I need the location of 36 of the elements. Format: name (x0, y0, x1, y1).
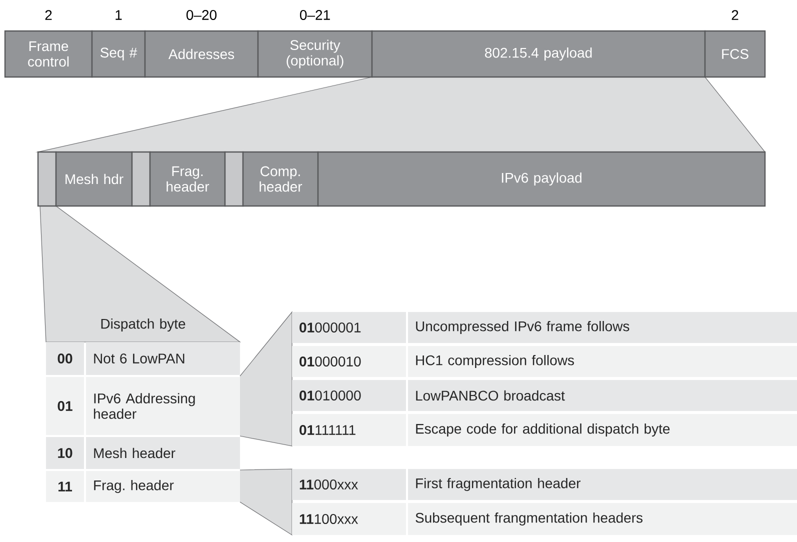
table-cell: Mesh header (86, 437, 240, 469)
table-cell: 00 (46, 342, 84, 375)
table-cell: 10 (46, 437, 84, 469)
table-cell: IPv6 Addressing header (86, 377, 240, 435)
byte-count: 0–20 (186, 10, 217, 20)
field-box: Frame control (4, 30, 93, 78)
table-cell: HC1 compression follows (408, 346, 797, 377)
field-box: Security (optional) (257, 30, 373, 78)
table-cell: 01 (46, 377, 84, 435)
table-cell: First fragmentation header (408, 469, 797, 500)
field-box: Frag. header (149, 151, 226, 207)
table-cell: 11 (46, 471, 84, 502)
empty-field-box (37, 151, 57, 207)
empty-field-box (131, 151, 151, 207)
table-cell: 01111111 (292, 414, 406, 446)
table-cell: 01010000 (292, 380, 406, 411)
field-box: Mesh hdr (55, 151, 133, 207)
table-heading: Dispatch byte (101, 318, 186, 332)
field-box: Comp. header (242, 151, 319, 207)
table-cell: Escape code for additional dispatch byte (408, 414, 797, 446)
table-cell: 11000xxx (292, 469, 406, 500)
byte-count: 2 (45, 10, 52, 20)
empty-field-box (224, 151, 244, 207)
table-cell: LowPANBCO broadcast (408, 380, 797, 411)
table-cell: Not 6 LowPAN (86, 342, 240, 375)
field-box: Seq # (91, 30, 146, 78)
byte-count: 2 (732, 10, 738, 20)
table-cell: Subsequent frangmentation headers (408, 503, 797, 535)
table-cell: Frag. header (86, 471, 240, 502)
byte-count: 1 (116, 10, 122, 20)
table-cell: 11100xxx (292, 503, 406, 535)
table-cell: Uncompressed IPv6 frame follows (408, 312, 797, 343)
table-cell: 01000010 (292, 346, 406, 377)
field-box: FCS (704, 30, 766, 78)
byte-count: 0–21 (300, 10, 330, 20)
table-cell: 01000001 (292, 312, 406, 343)
